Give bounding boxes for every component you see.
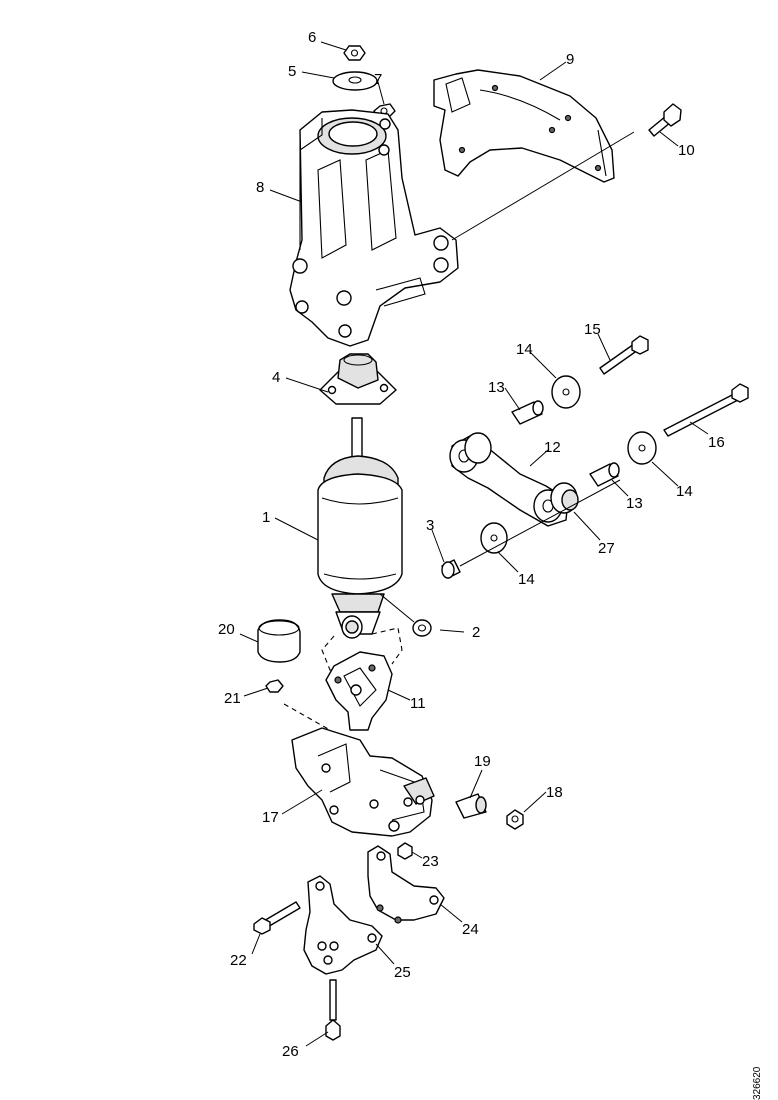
part-14-washer-upper xyxy=(551,375,581,409)
part-11-bracket xyxy=(321,627,403,731)
callout-3: 3 xyxy=(426,517,434,534)
callout-21: 21 xyxy=(224,690,241,707)
callout-9: 9 xyxy=(566,51,574,68)
part-3-bushing xyxy=(441,559,461,579)
callout-15: 15 xyxy=(584,321,601,338)
part-14-washer-right xyxy=(627,431,657,465)
callout-14-right: 14 xyxy=(676,483,693,500)
part-18-nut xyxy=(506,809,524,830)
callout-17: 17 xyxy=(262,809,279,826)
callout-14-upper: 14 xyxy=(516,341,533,358)
callout-12: 12 xyxy=(544,439,561,456)
callout-5: 5 xyxy=(288,63,296,80)
callout-22: 22 xyxy=(230,952,247,969)
part-15-bolt xyxy=(599,335,649,375)
callout-26: 26 xyxy=(282,1043,299,1060)
callout-16: 16 xyxy=(708,434,725,451)
part-20-bump-stop xyxy=(257,619,301,663)
leader-lines xyxy=(239,41,709,1047)
callout-19: 19 xyxy=(474,753,491,770)
part-1-air-spring xyxy=(317,417,403,639)
callout-7: 7 xyxy=(374,71,382,88)
part-21-nut xyxy=(265,679,284,693)
callout-6: 6 xyxy=(308,29,316,46)
part-24-plate xyxy=(367,845,445,924)
callout-13-upper: 13 xyxy=(488,379,505,396)
callout-11: 11 xyxy=(410,695,426,712)
part-19-bushing xyxy=(455,793,487,819)
part-9-side-plate xyxy=(433,69,615,183)
part-13-spacer-upper xyxy=(511,400,544,425)
part-13-spacer-lower xyxy=(589,462,620,487)
callout-4: 4 xyxy=(272,369,280,386)
part-10-bolt xyxy=(648,103,682,137)
callout-1: 1 xyxy=(262,509,270,526)
callout-14-lower: 14 xyxy=(518,571,535,588)
callout-13-lower: 13 xyxy=(626,495,643,512)
part-26-bolt xyxy=(325,979,341,1041)
part-14-washer-lower xyxy=(480,522,508,554)
callout-2: 2 xyxy=(472,624,480,641)
callout-24: 24 xyxy=(462,921,479,938)
part-23-nut xyxy=(397,842,413,860)
part-2-nut xyxy=(412,619,432,637)
callout-27: 27 xyxy=(598,540,615,557)
reference-code: 326620 xyxy=(752,1066,763,1100)
part-16-bolt xyxy=(663,383,749,437)
part-25-plate xyxy=(303,875,383,975)
callout-labels: 1 2 3 4 5 6 7 8 9 10 11 12 13 13 14 14 1… xyxy=(218,29,725,1060)
part-5-washer xyxy=(332,71,378,91)
part-4-top-mount xyxy=(319,353,397,405)
part-22-bolt xyxy=(253,901,301,935)
callout-20: 20 xyxy=(218,621,235,638)
part-6-nut xyxy=(343,45,366,61)
part-17-lower-bracket xyxy=(291,727,435,837)
callout-18: 18 xyxy=(546,784,563,801)
part-8-upper-bracket xyxy=(289,109,459,347)
callout-23: 23 xyxy=(422,853,439,870)
callout-25: 25 xyxy=(394,964,411,981)
callout-8: 8 xyxy=(256,179,264,196)
callout-10: 10 xyxy=(678,142,695,159)
